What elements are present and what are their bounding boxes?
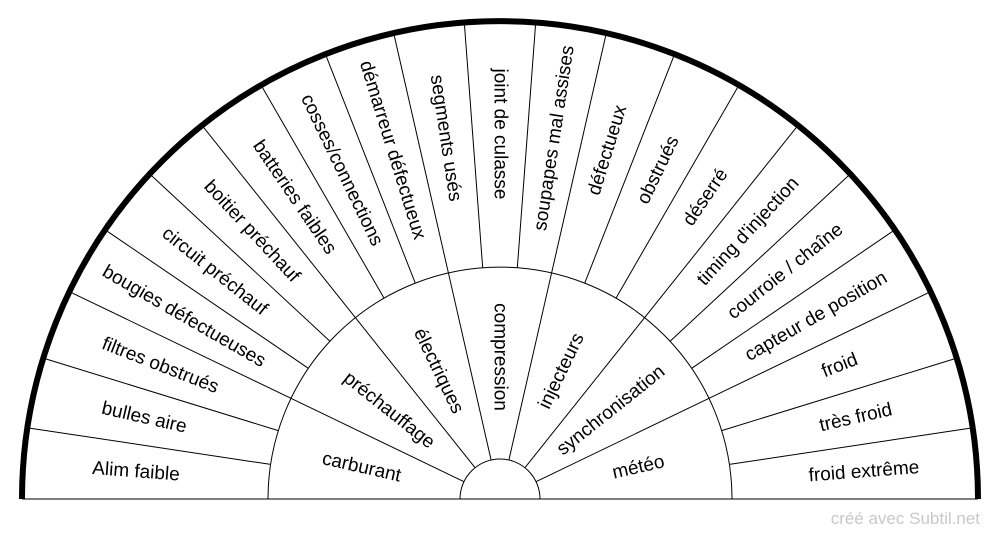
item-label: Alim faible	[92, 458, 181, 485]
category-divider	[535, 397, 710, 483]
item-divider	[393, 35, 449, 273]
middle-arc	[267, 266, 733, 500]
category-divider	[508, 272, 553, 461]
item-label: froid extrême	[808, 457, 920, 486]
item-label: obstrués	[633, 133, 684, 208]
item-divider	[71, 292, 292, 399]
category-label: carburant	[320, 448, 404, 486]
item-divider	[551, 35, 607, 273]
item-divider	[615, 87, 738, 299]
item-label: bulles aire	[100, 398, 189, 438]
item-divider	[45, 358, 279, 432]
category-label: injecteurs	[535, 330, 589, 412]
item-divider	[708, 292, 929, 399]
category-label: compression	[490, 303, 511, 411]
item-divider	[107, 231, 309, 369]
credit-text: créé avec Subtil.net	[830, 509, 980, 528]
category-label: météo	[610, 451, 666, 483]
outer-arc	[19, 18, 981, 500]
category-divider	[290, 397, 465, 483]
item-divider	[464, 25, 484, 268]
item-divider	[516, 25, 536, 268]
item-divider	[262, 87, 385, 299]
item-label: très froid	[817, 399, 894, 436]
item-divider	[669, 175, 849, 342]
item-divider	[644, 127, 797, 318]
item-divider	[30, 427, 271, 465]
item-label: soupapes mal assises	[530, 44, 579, 232]
item-label: filtres obstrués	[99, 333, 222, 398]
category-label: préchauffage	[339, 368, 439, 453]
item-divider	[203, 127, 356, 318]
item-divider	[325, 56, 416, 284]
item-label: joint de culasse	[490, 68, 511, 200]
inner-arc	[459, 458, 541, 500]
item-divider	[691, 231, 893, 369]
item-divider	[151, 175, 331, 342]
chart-lines	[19, 18, 981, 500]
item-label: segments usés	[426, 73, 466, 202]
category-divider	[354, 317, 476, 469]
item-divider	[584, 56, 675, 284]
item-label: froid	[819, 349, 861, 382]
item-divider	[729, 427, 970, 465]
category-label: électriques	[409, 325, 468, 417]
item-divider	[721, 358, 955, 432]
category-divider	[524, 317, 646, 469]
category-divider	[447, 272, 492, 461]
